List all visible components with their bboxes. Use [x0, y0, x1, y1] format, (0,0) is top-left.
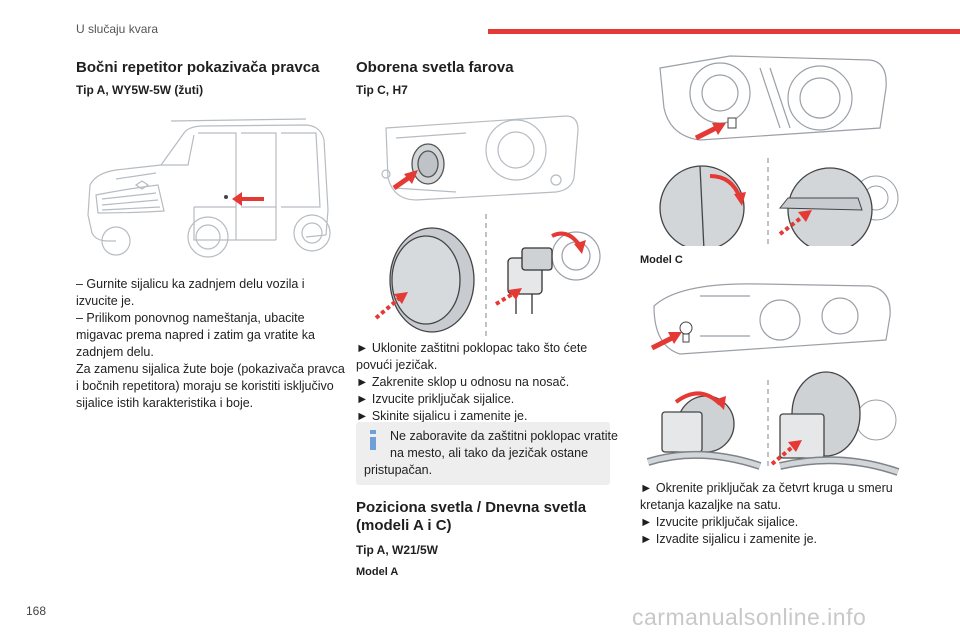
page-number: 168	[26, 604, 47, 618]
subheading-type-a-w21: Tip A, W21/5W	[356, 543, 439, 557]
watermark: carmanualsonline.info	[632, 604, 867, 630]
instruction-line: – Gurnite sijalicu ka zadnjem delu vozil…	[76, 277, 305, 291]
instruction-line: – Prilikom ponovnog nameštanja, ubacite	[76, 311, 305, 325]
headlamp-h7-bulb-illustration	[356, 108, 606, 340]
subheading-type-a: Tip A, WY5W-5W (žuti)	[76, 83, 204, 97]
step-line: povući jezičak.	[356, 358, 438, 372]
info-icon	[366, 430, 380, 455]
note-line: pristupačan.	[364, 463, 433, 477]
step-line: kretanja kazaljke na satu.	[640, 498, 782, 512]
note-line: Ne zaboravite da zaštitni poklopac vrati…	[390, 429, 618, 443]
step-line: ► Izvadite sijalicu i zamenite je.	[640, 532, 818, 546]
subheading-type-c: Tip C, H7	[356, 83, 408, 97]
instruction-line: migavac prema napred i zatim ga vratite …	[76, 328, 315, 342]
instruction-line: i bočnih repetitora) moraju se koristiti…	[76, 379, 334, 393]
step-line: ► Izvucite priključak sijalice.	[356, 392, 515, 406]
connector-quarter-turn-illustration	[640, 276, 902, 476]
step-line: ► Skinite sijalicu i zamenite je.	[356, 409, 528, 423]
headlamp-cover-rotate-illustration	[640, 48, 900, 246]
step-line: ► Izvucite priključak sijalice.	[640, 515, 799, 529]
instruction-line: sijalice istih karakteristika i boje.	[76, 396, 254, 410]
heading-position-lights-models: (modeli A i C)	[356, 517, 452, 534]
instruction-line: zadnjem delu.	[76, 345, 154, 359]
step-line: ► Uklonite zaštitni poklopac tako što će…	[356, 341, 588, 355]
heading-dipped-beam: Oborena svetla farova	[356, 59, 514, 76]
model-a-label: Model A	[356, 566, 399, 578]
header-accent-bar	[488, 29, 960, 34]
heading-side-repeater: Bočni repetitor pokazivača pravca	[76, 59, 320, 76]
instruction-line: Za zamenu sijalica žute boje (pokazivača…	[76, 362, 345, 376]
step-line: ► Okrenite priključak za četvrt kruga u …	[640, 481, 893, 495]
note-line: na mesto, ali tako da jezičak ostane	[390, 446, 589, 460]
info-note: Ne zaboravite da zaštitni poklopac vrati…	[356, 422, 618, 485]
section-title: U slučaju kvara	[76, 22, 159, 36]
heading-position-lights: Poziciona svetla / Dnevna svetla	[356, 499, 587, 516]
step-line: ► Zakrenite sklop u odnosu na nosač.	[356, 375, 570, 389]
van-side-repeater-illustration	[76, 115, 331, 265]
model-c-label: Model C	[640, 254, 683, 266]
instruction-line: izvucite je.	[76, 294, 135, 308]
